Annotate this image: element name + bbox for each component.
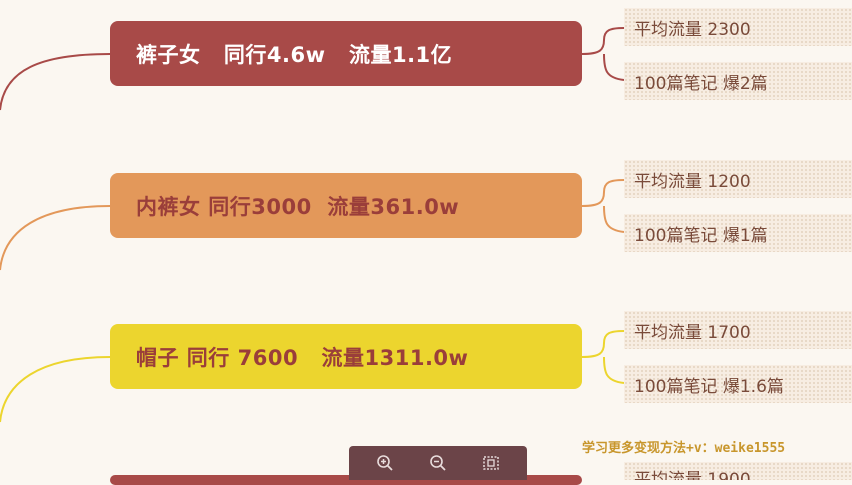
branch-node-pants-women[interactable]: 裤子女 同行4.6w 流量1.1亿 (110, 21, 582, 86)
leaf-label: 100篇笔记 爆1.6篇 (634, 376, 784, 397)
leaf-label: 100篇笔记 爆2篇 (634, 73, 768, 94)
root-connector-1 (0, 53, 111, 111)
leaf-notes-hits[interactable]: 100篇笔记 爆1.6篇 (624, 365, 852, 403)
leaf-connector-1 (581, 27, 625, 81)
leaf-avg-traffic[interactable]: 平均流量 1900 (624, 462, 852, 480)
branch-node-underwear-women[interactable]: 内裤女 同行3000 流量361.0w (110, 173, 582, 238)
leaf-connector-2 (581, 179, 625, 233)
leaf-notes-hits[interactable]: 100篇笔记 爆1篇 (624, 214, 852, 252)
leaf-label: 平均流量 1200 (634, 171, 751, 192)
branch-node-hats[interactable]: 帽子 同行 7600 流量1311.0w (110, 324, 582, 389)
root-connector-3 (0, 356, 111, 423)
branch-label: 帽子 同行 7600 流量1311.0w (136, 345, 469, 370)
leaf-label: 平均流量 1700 (634, 322, 751, 343)
zoom-in-icon (377, 455, 393, 471)
leaf-avg-traffic[interactable]: 平均流量 1200 (624, 160, 852, 198)
leaf-label: 100篇笔记 爆1篇 (634, 225, 768, 246)
leaf-label: 平均流量 2300 (634, 19, 751, 40)
fit-screen-icon (482, 456, 499, 470)
leaf-notes-hits[interactable]: 100篇笔记 爆2篇 (624, 62, 852, 100)
zoom-out-icon (430, 455, 446, 471)
zoom-in-button[interactable] (371, 449, 399, 477)
leaf-avg-traffic[interactable]: 平均流量 2300 (624, 8, 852, 46)
zoom-out-button[interactable] (424, 449, 452, 477)
root-connector-2 (0, 205, 111, 271)
leaf-connector-3 (581, 330, 625, 384)
branch-label: 内裤女 同行3000 流量361.0w (136, 194, 460, 219)
watermark-text: 学习更多变现方法+v：weike1555 (582, 441, 786, 456)
leaf-avg-traffic[interactable]: 平均流量 1700 (624, 311, 852, 349)
branch-label: 裤子女 同行4.6w 流量1.1亿 (136, 42, 453, 67)
fit-screen-button[interactable] (477, 449, 505, 477)
leaf-label: 平均流量 1900 (634, 470, 751, 480)
zoom-toolbar (349, 446, 527, 480)
